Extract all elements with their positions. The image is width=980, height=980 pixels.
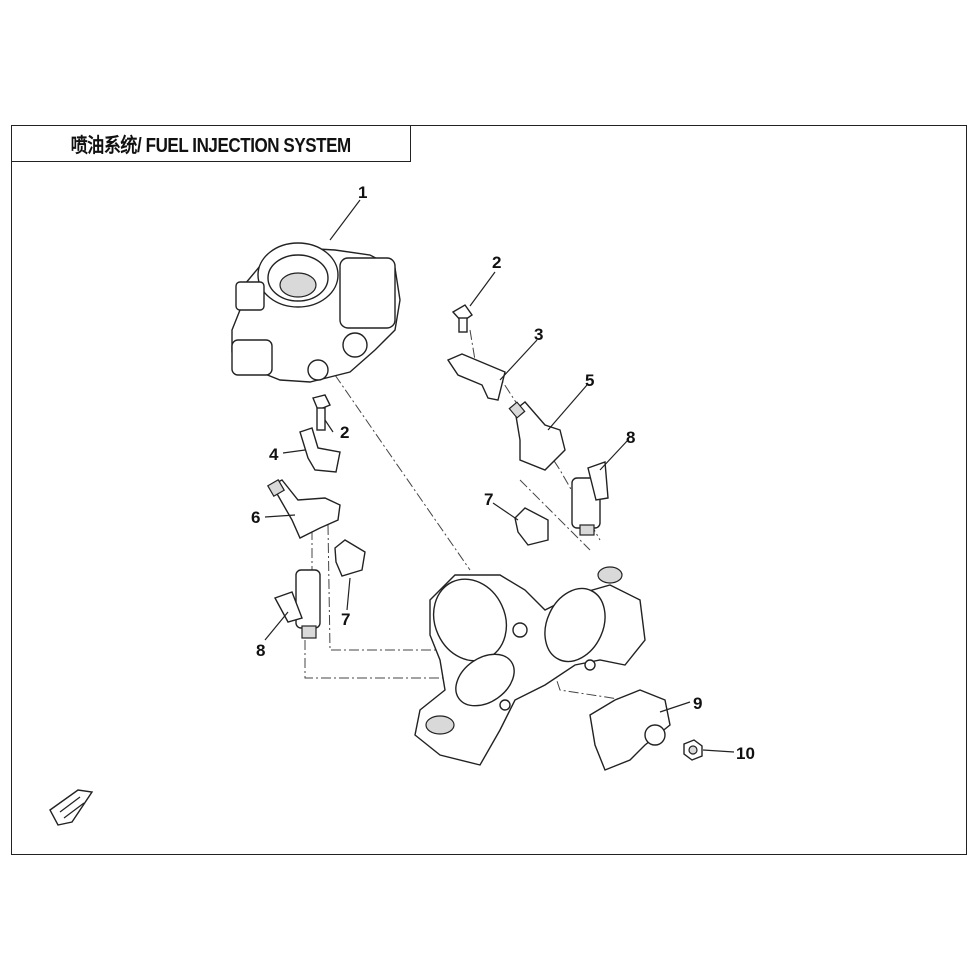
fuel-pipe-right [508,401,566,471]
leader-lines [264,199,735,753]
injector-clip-right [514,507,549,546]
callout-3: 3 [534,325,543,344]
injector-clip-left [334,539,366,577]
bolt-upper [451,304,473,333]
fuel-injector-left [273,569,321,639]
front-direction-arrow-icon [49,789,94,826]
callout-7-left: 7 [341,610,350,629]
callout-8-right: 8 [626,428,635,447]
intake-pressure-sensor [589,689,671,771]
callout-2-upper: 2 [492,253,501,272]
fuel-pipe-left [266,478,341,539]
fuel-injector-right [571,461,609,536]
callout-8-left: 8 [256,641,265,660]
fuel-rail-bracket-right [446,353,506,401]
page-title: 喷油系统/ FUEL INJECTION SYSTEM [70,135,352,157]
fuel-rail-bracket-left [299,427,341,473]
callout-1: 1 [358,183,367,202]
intake-manifold [414,566,646,766]
callout-2-lower: 2 [340,423,349,442]
callout-9: 9 [693,694,702,713]
callout-labels: 1 2 3 2 4 5 6 8 7 7 8 9 10 [251,183,755,763]
callout-7-right: 7 [484,490,493,509]
title-box: 喷油系统/ FUEL INJECTION SYSTEM [11,125,411,162]
callout-6: 6 [251,508,260,527]
callout-10: 10 [736,744,755,763]
throttle-body [231,242,401,383]
bolt-lower [312,394,331,431]
hex-nut [683,739,703,761]
callout-5: 5 [585,371,594,390]
callout-4: 4 [269,445,279,464]
